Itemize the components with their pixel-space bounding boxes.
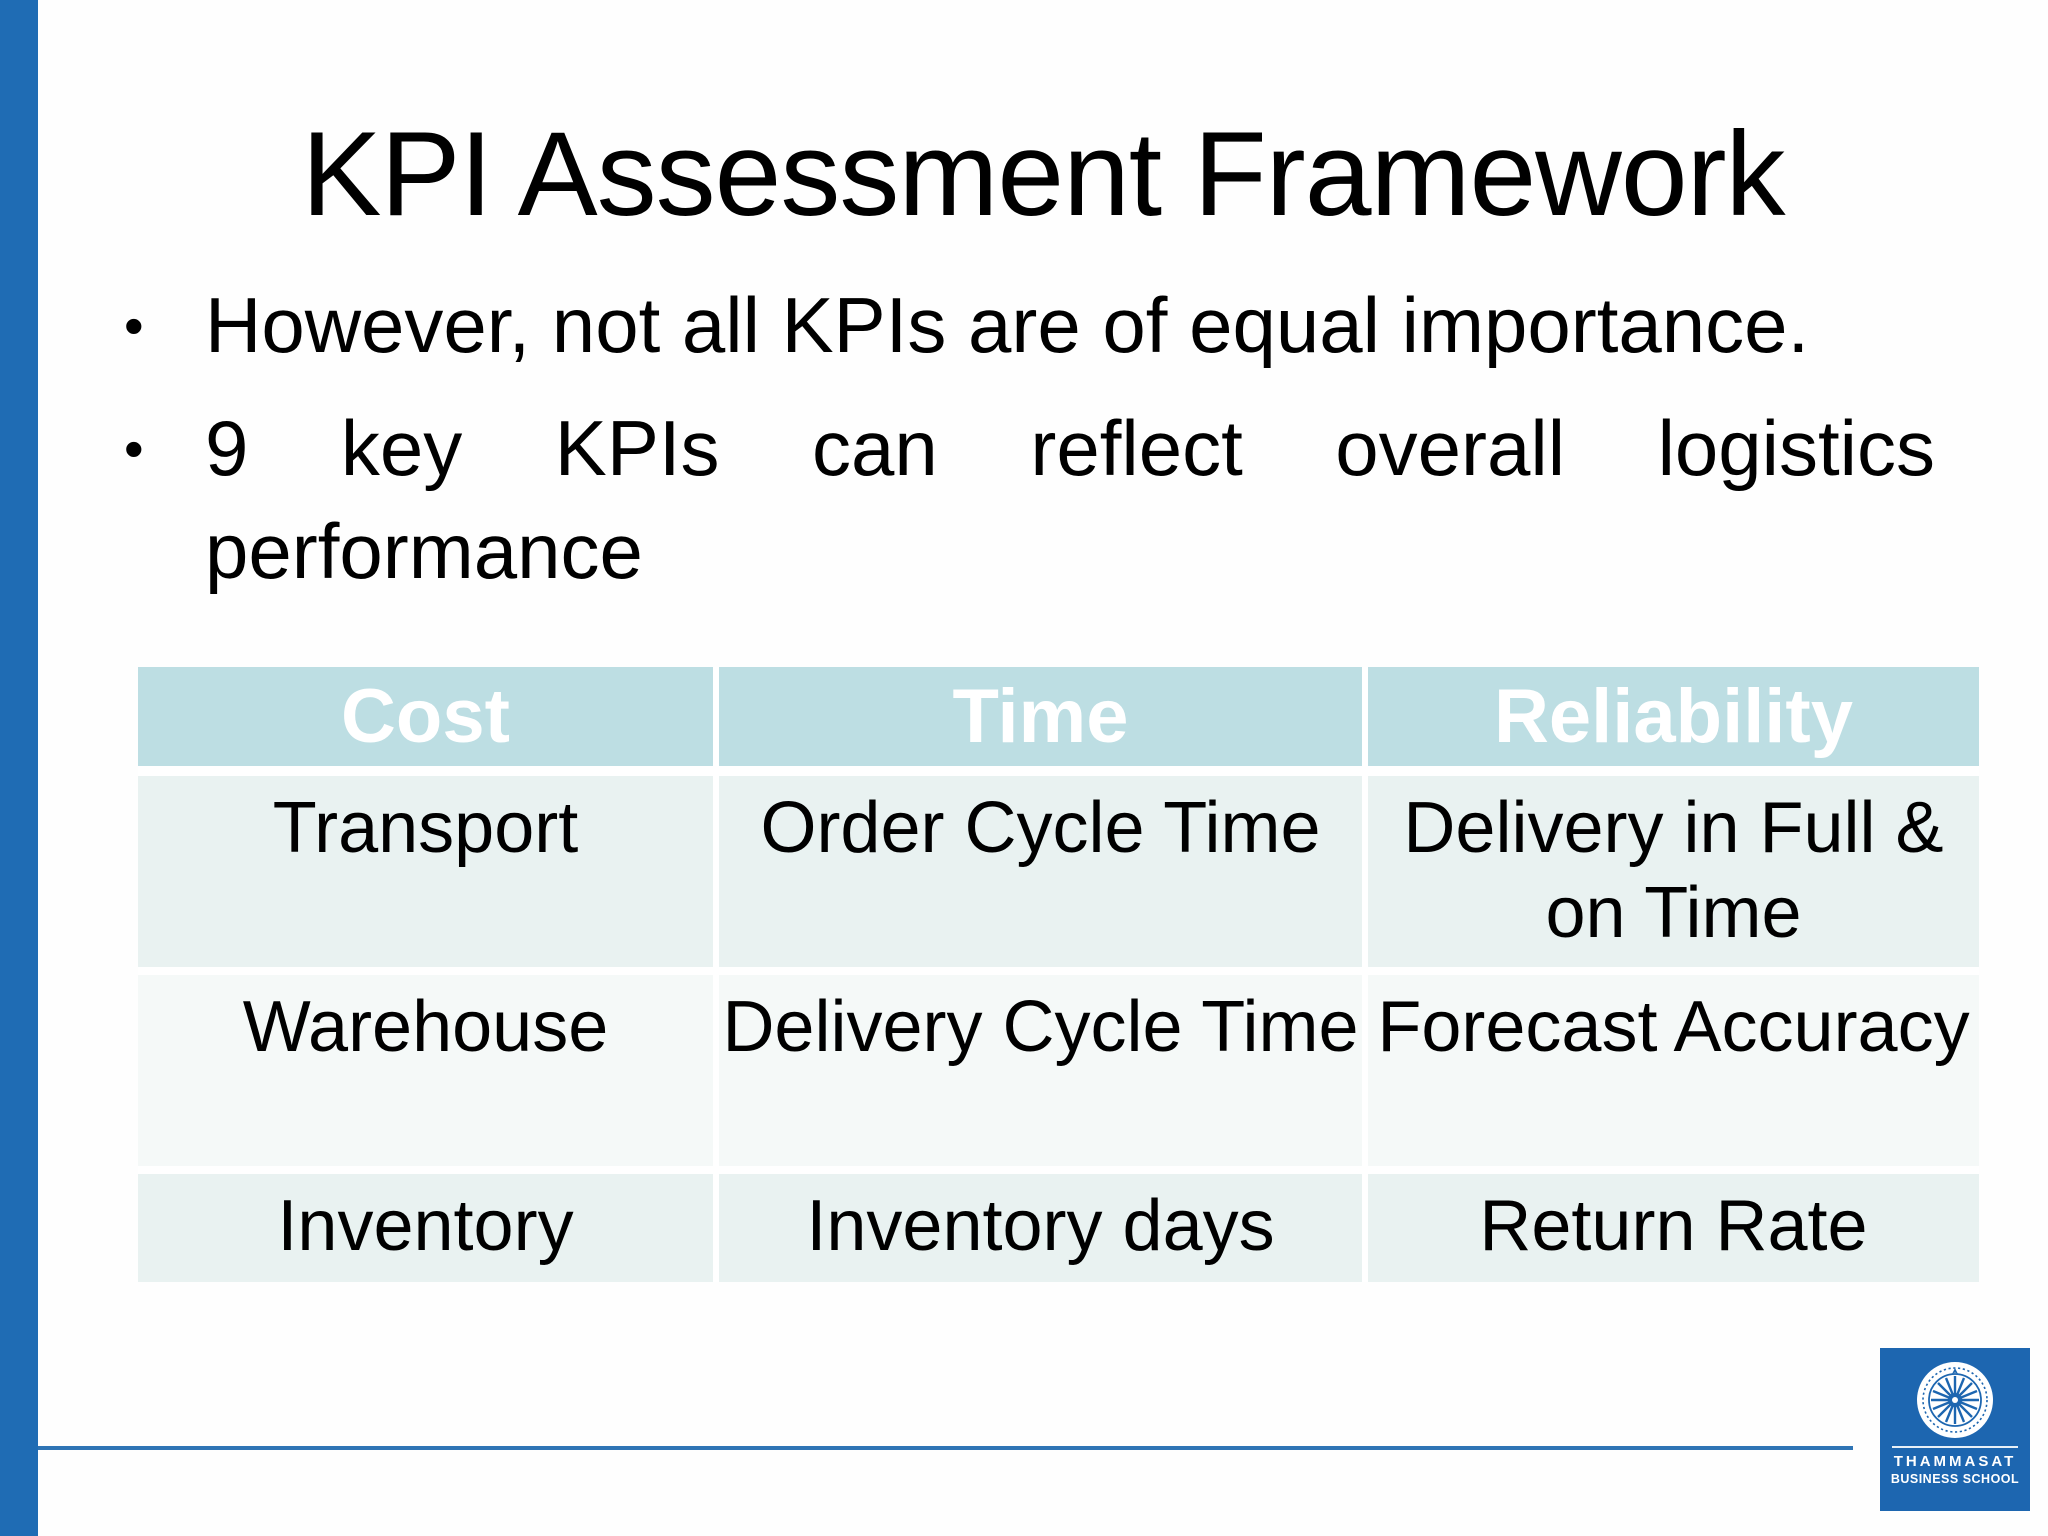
- bullet-icon: •: [124, 417, 144, 480]
- university-seal-icon: [1917, 1362, 1993, 1438]
- slide-title: KPI Assessment Framework: [301, 107, 1785, 241]
- table-cell: Inventory: [138, 1174, 719, 1282]
- bullet-text: 9 key KPIs can reflect overall logistics…: [205, 404, 1935, 595]
- thammasat-logo: THAMMASAT BUSINESS SCHOOL: [1880, 1348, 2030, 1511]
- table-cell: Warehouse: [138, 975, 719, 1174]
- column-header-cost: Cost: [138, 667, 719, 776]
- column-header-time: Time: [719, 667, 1368, 776]
- table-row: Transport Order Cycle Time Delivery in F…: [138, 776, 1979, 975]
- table-cell: Transport: [138, 776, 719, 975]
- table-cell: Return Rate: [1368, 1174, 1979, 1282]
- table-cell: Forecast Accuracy: [1368, 975, 1979, 1174]
- table-row: Warehouse Delivery Cycle Time Forecast A…: [138, 975, 1979, 1174]
- bullet-list: • However, not all KPIs are of equal imp…: [120, 274, 1990, 603]
- bullet-icon: •: [124, 294, 144, 357]
- table-row: Inventory Inventory days Return Rate: [138, 1174, 1979, 1282]
- bullet-item: • 9 key KPIs can reflect overall logisti…: [120, 397, 1990, 603]
- footer-divider-line: [38, 1446, 1853, 1450]
- logo-divider: [1892, 1446, 2018, 1448]
- kpi-table: Cost Time Reliability Transport Order Cy…: [138, 667, 1979, 1282]
- table-cell: Delivery in Full & on Time: [1368, 776, 1979, 975]
- table-header-row: Cost Time Reliability: [138, 667, 1979, 776]
- table-cell: Inventory days: [719, 1174, 1368, 1282]
- table-cell: Order Cycle Time: [719, 776, 1368, 975]
- left-accent-bar: [0, 0, 38, 1536]
- logo-name: THAMMASAT: [1893, 1453, 2017, 1470]
- bullet-item: • However, not all KPIs are of equal imp…: [120, 274, 1990, 377]
- table-cell: Delivery Cycle Time: [719, 975, 1368, 1174]
- logo-subname: BUSINESS SCHOOL: [1890, 1472, 2020, 1486]
- bullet-text: However, not all KPIs are of equal impor…: [205, 281, 1810, 369]
- column-header-reliability: Reliability: [1368, 667, 1979, 776]
